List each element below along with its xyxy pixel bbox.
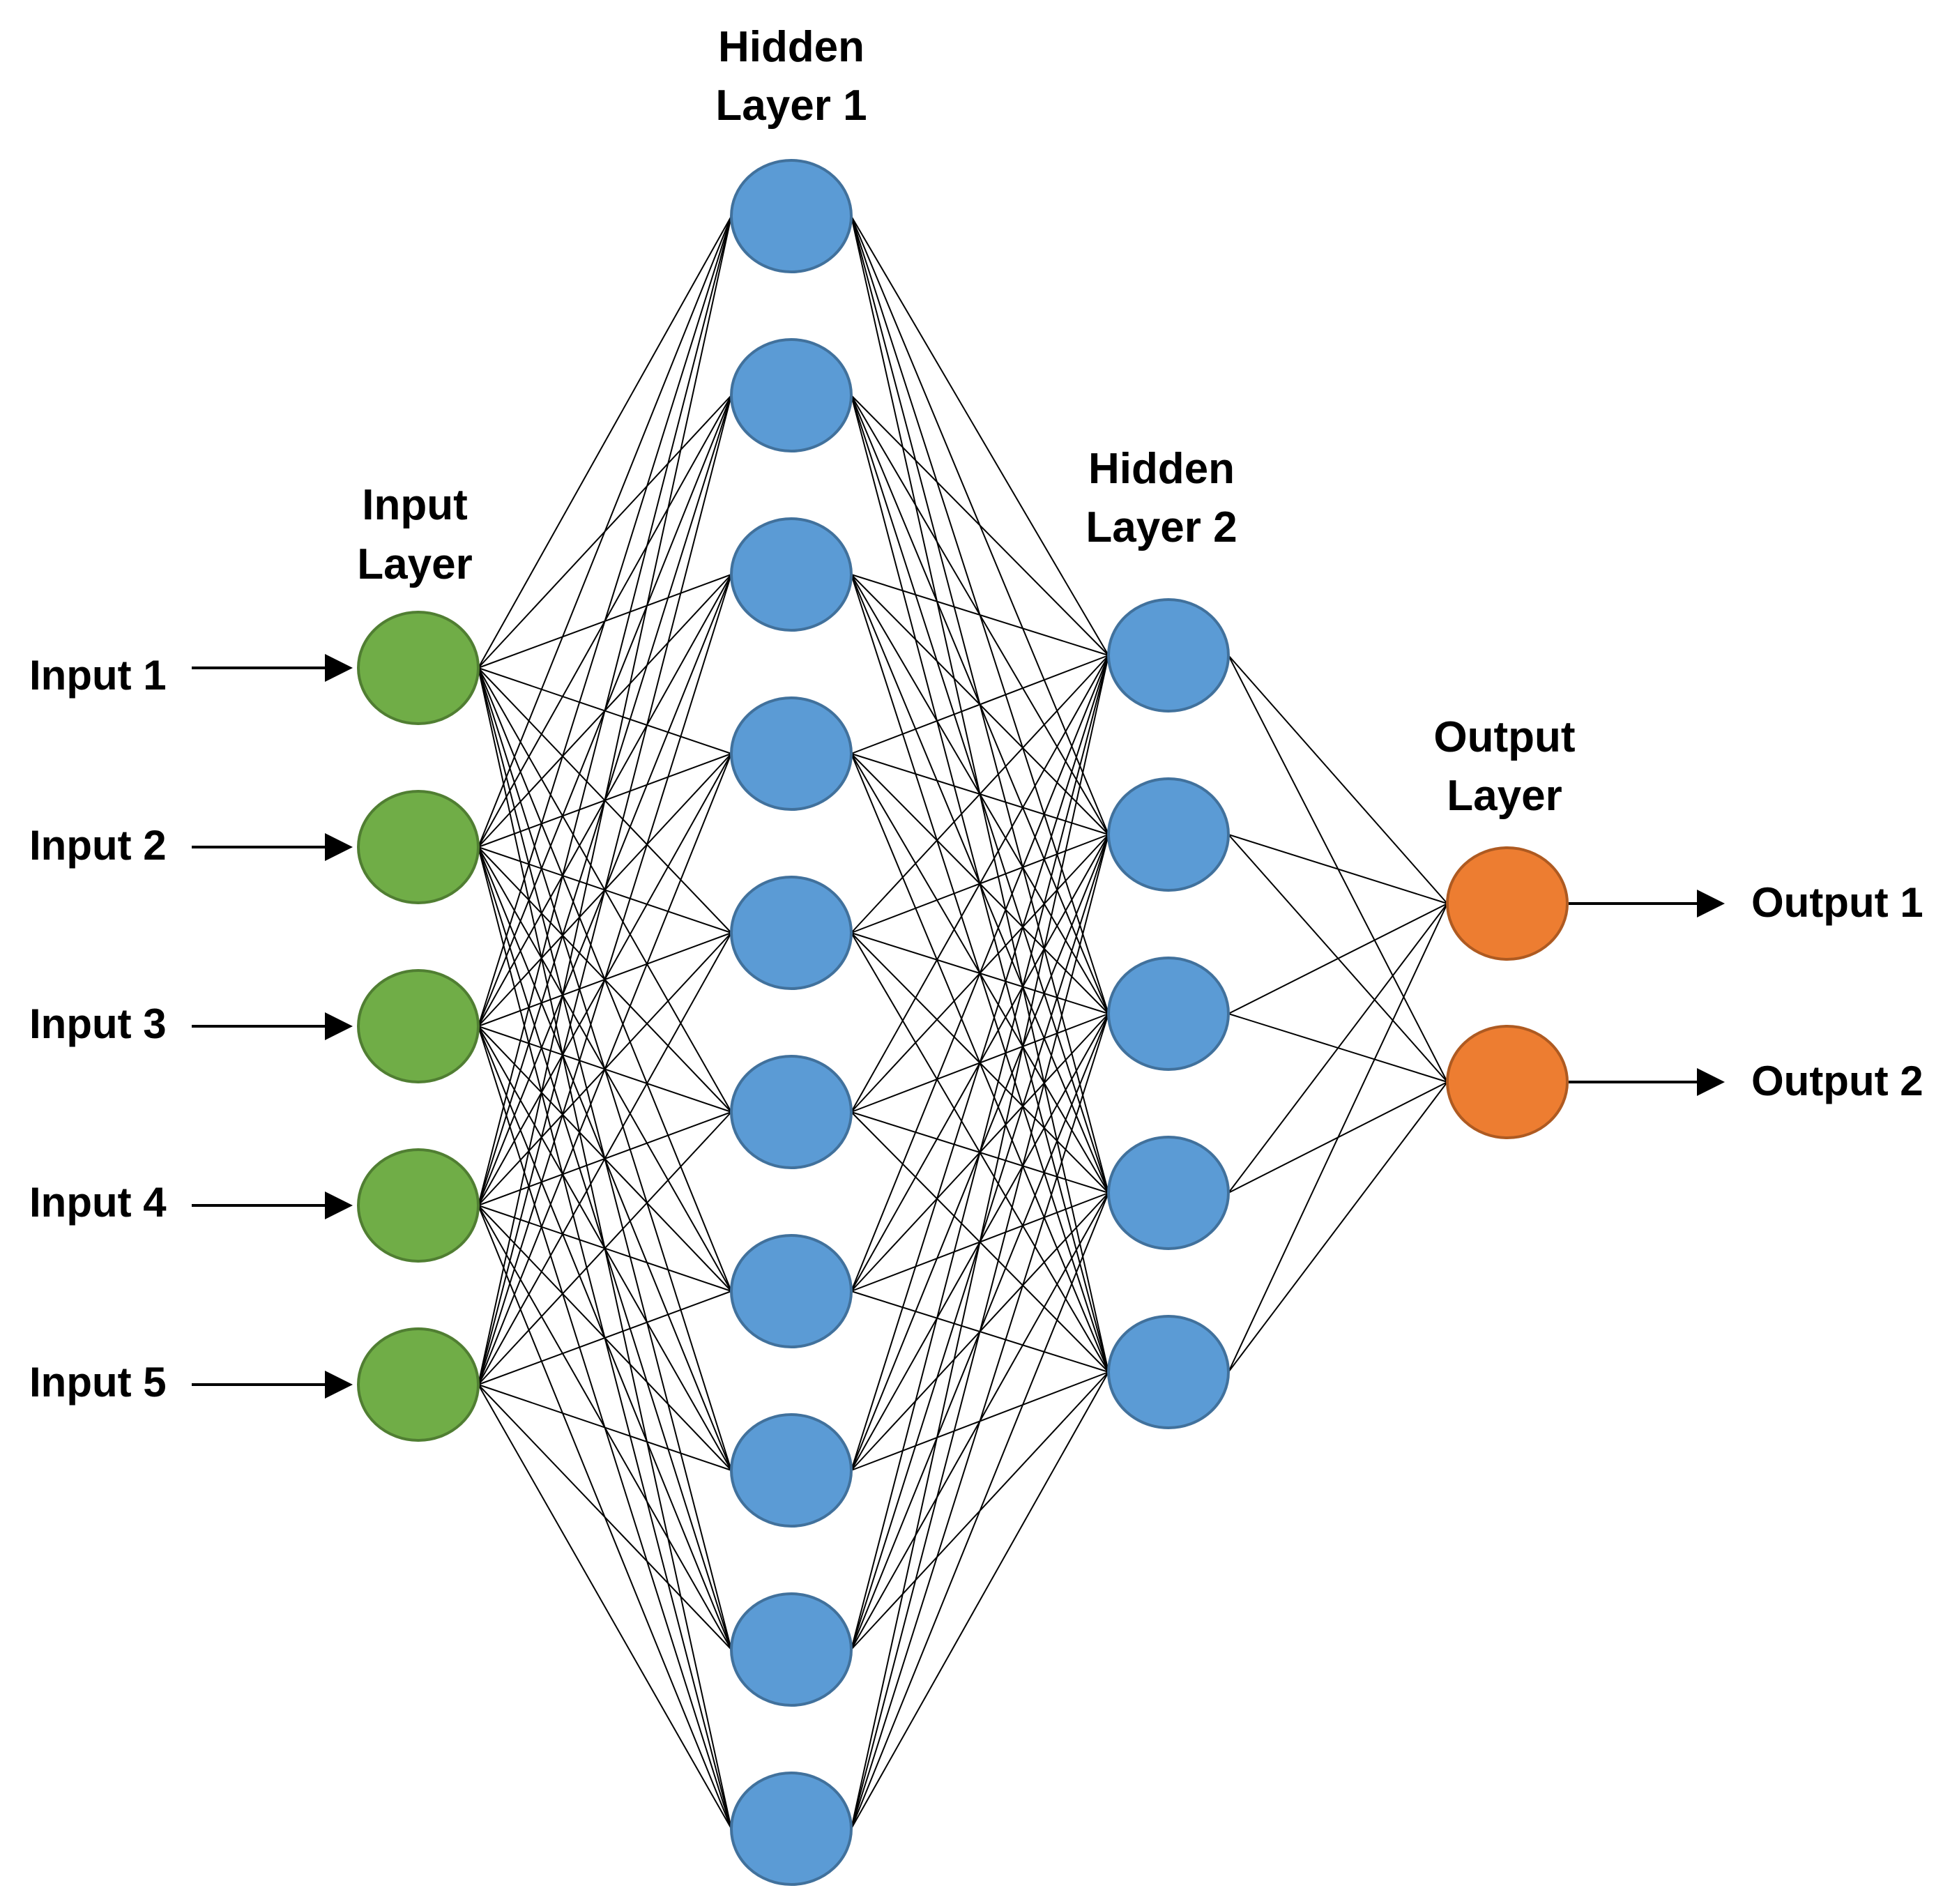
connection-edge — [851, 655, 1109, 934]
hidden-layer-1-node — [730, 876, 853, 990]
hidden-layer-1-node — [730, 159, 853, 273]
connection-edges — [478, 215, 1448, 1829]
output-layer-title-line1: Output — [1433, 713, 1575, 761]
connection-edge — [1228, 834, 1448, 904]
connection-edge — [478, 1384, 732, 1829]
input-label: Input 1 — [29, 652, 167, 699]
hidden-layer-1-node — [730, 517, 853, 632]
connection-edge — [478, 1384, 732, 1471]
input-node — [357, 611, 480, 725]
connection-edge — [1228, 655, 1448, 904]
hidden-layer-1-node — [730, 338, 853, 452]
hidden-layer-1-node — [730, 1772, 853, 1886]
connection-edge — [851, 215, 1109, 656]
network-nodes — [357, 159, 1569, 1886]
hidden-layer-1-node — [730, 1592, 853, 1707]
hidden-layer-2-node — [1107, 957, 1230, 1071]
connection-edge — [478, 215, 732, 1385]
connection-edge — [851, 574, 1109, 656]
connection-edge — [478, 215, 732, 1206]
connection-edge — [478, 574, 732, 1385]
connection-edge — [851, 655, 1109, 1292]
input-label: Input 5 — [29, 1359, 167, 1406]
output-labels: Output 1 Output 2 — [1751, 879, 1924, 1104]
hidden-layer-1-node — [730, 1234, 853, 1348]
hidden-layer-2-node — [1107, 1136, 1230, 1250]
connection-edge — [478, 932, 732, 1385]
hidden-layer-2-node — [1107, 777, 1230, 892]
connection-edge — [478, 1384, 732, 1650]
connection-edge — [1228, 903, 1448, 1373]
connection-edge — [1228, 1081, 1448, 1373]
io-arrows — [192, 654, 1725, 1399]
input-node — [357, 1327, 480, 1442]
hidden-layer-1-node — [730, 1413, 853, 1528]
output-node — [1446, 1025, 1569, 1139]
input-layer-title-line1: Input — [362, 481, 468, 529]
connection-edge — [478, 753, 732, 1385]
connection-edge — [851, 655, 1109, 1829]
connection-edge — [851, 395, 1109, 656]
connection-edge — [851, 834, 1109, 1829]
connection-edge — [851, 1192, 1109, 1829]
connection-edge — [1228, 903, 1448, 1194]
connection-edge — [851, 655, 1109, 1113]
connection-edge — [1228, 903, 1448, 1014]
hidden-layer-2-title-line2: Layer 2 — [1086, 503, 1237, 551]
input-label: Input 4 — [29, 1179, 167, 1226]
hidden-layer-1-title-line1: Hidden — [718, 23, 864, 71]
input-node — [357, 1148, 480, 1263]
connection-edge — [851, 655, 1109, 754]
hidden-layer-1-node — [730, 696, 853, 811]
output-node — [1446, 846, 1569, 961]
input-layer-title-line2: Layer — [357, 540, 472, 588]
connection-edge — [851, 655, 1109, 1650]
connection-edge — [478, 395, 732, 1385]
connection-edge — [478, 215, 732, 1027]
input-label: Input 3 — [29, 1000, 167, 1047]
output-label: Output 1 — [1751, 879, 1924, 926]
layer-titles: Input Layer Hidden Layer 1 Hidden Layer … — [357, 23, 1575, 820]
output-layer-title-line2: Layer — [1447, 772, 1562, 820]
input-labels: Input 1 Input 2 Input 3 Input 4 Input 5 — [29, 652, 167, 1406]
connection-edge — [851, 1013, 1109, 1829]
hidden-layer-2-node — [1107, 598, 1230, 713]
connection-edge — [478, 1111, 732, 1385]
input-label: Input 2 — [29, 822, 167, 869]
connection-edge — [851, 1371, 1109, 1829]
connection-edge — [478, 215, 732, 848]
hidden-layer-1-node — [730, 1055, 853, 1169]
hidden-layer-2-node — [1107, 1315, 1230, 1429]
connection-edge — [478, 1290, 732, 1385]
output-label: Output 2 — [1751, 1058, 1924, 1104]
input-node — [357, 969, 480, 1083]
hidden-layer-1-title-line2: Layer 1 — [715, 82, 867, 130]
connection-edge — [478, 215, 732, 669]
input-node — [357, 790, 480, 904]
hidden-layer-2-title-line1: Hidden — [1088, 445, 1235, 493]
connection-edge — [851, 655, 1109, 1471]
